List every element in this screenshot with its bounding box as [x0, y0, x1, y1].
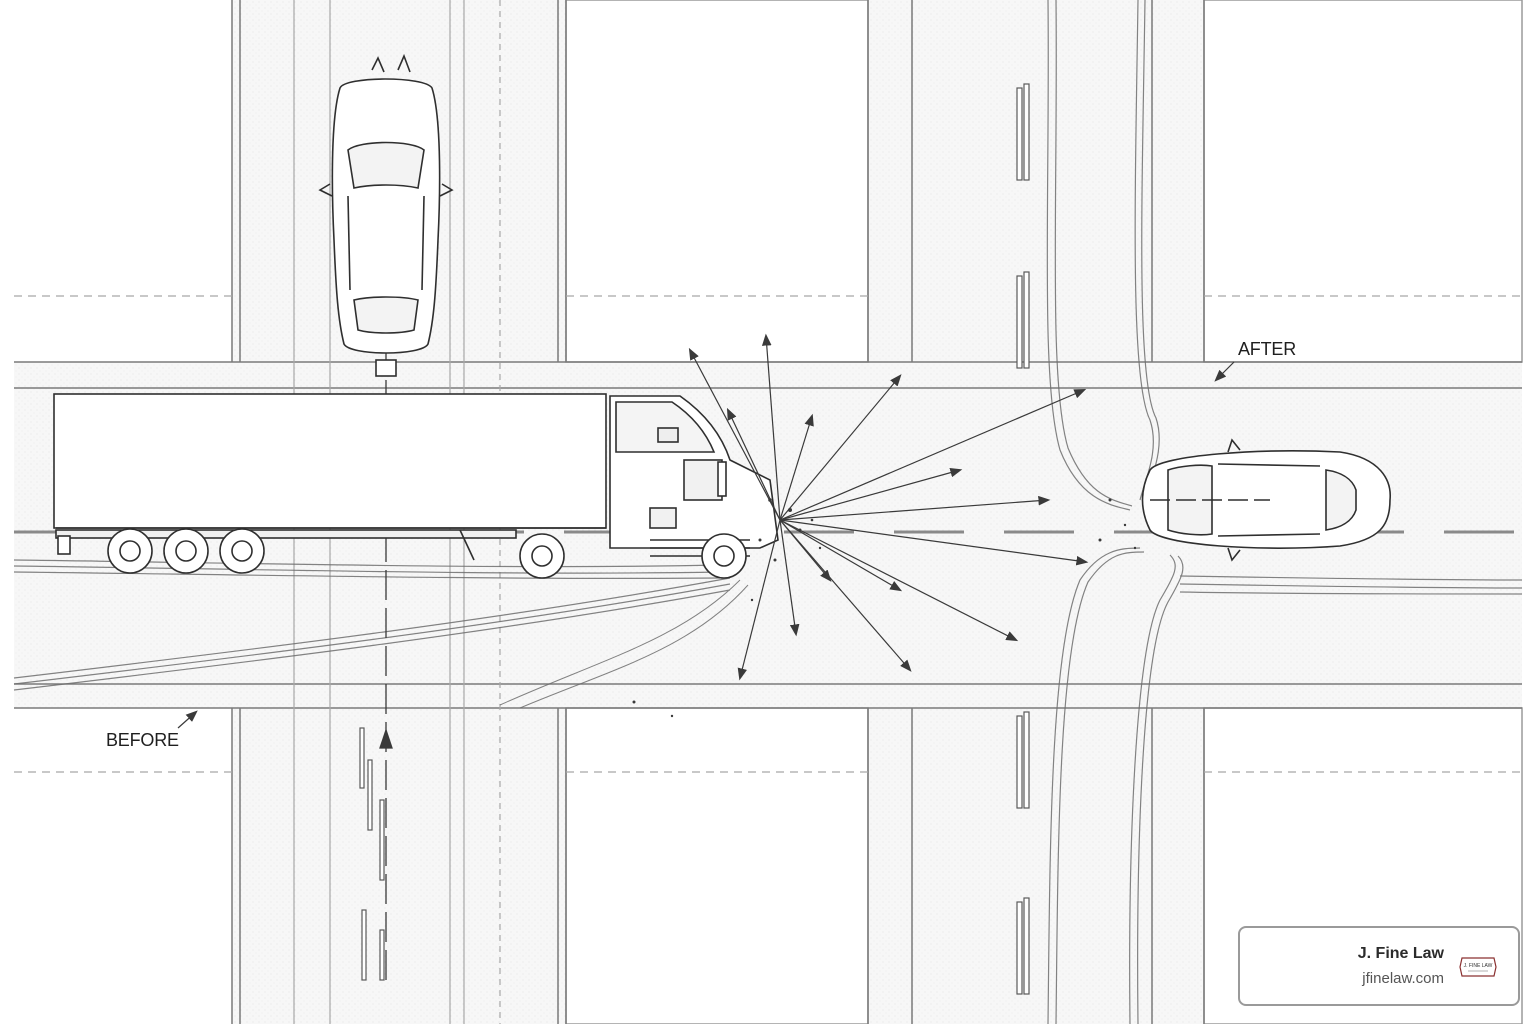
sedan-after-icon: [1141, 438, 1391, 562]
watermark-name: J. Fine Law: [1357, 945, 1444, 962]
lawfirm-logo-icon: J. FINE LAW: [1459, 957, 1497, 977]
logo-text: J. FINE LAW: [1464, 963, 1493, 969]
skid-marks-icon: [13, 0, 1523, 1025]
watermark-box: J. Fine Law jfinelaw.com J. FINE LAW: [1238, 926, 1520, 1006]
semi-truck-icon: [53, 393, 779, 579]
impact-burst-icon: [688, 333, 1089, 681]
label-pointers: [177, 361, 1235, 729]
watermark-url: jfinelaw.com: [1362, 970, 1444, 987]
after-label: AFTER: [1238, 339, 1297, 359]
sedan-northbound-icon: [318, 53, 454, 377]
lane-dashes: [359, 83, 1030, 995]
city-blocks: [565, 0, 1523, 1025]
truck-wheels: [107, 528, 747, 579]
before-label: BEFORE: [106, 730, 179, 750]
debris: [632, 498, 1137, 718]
